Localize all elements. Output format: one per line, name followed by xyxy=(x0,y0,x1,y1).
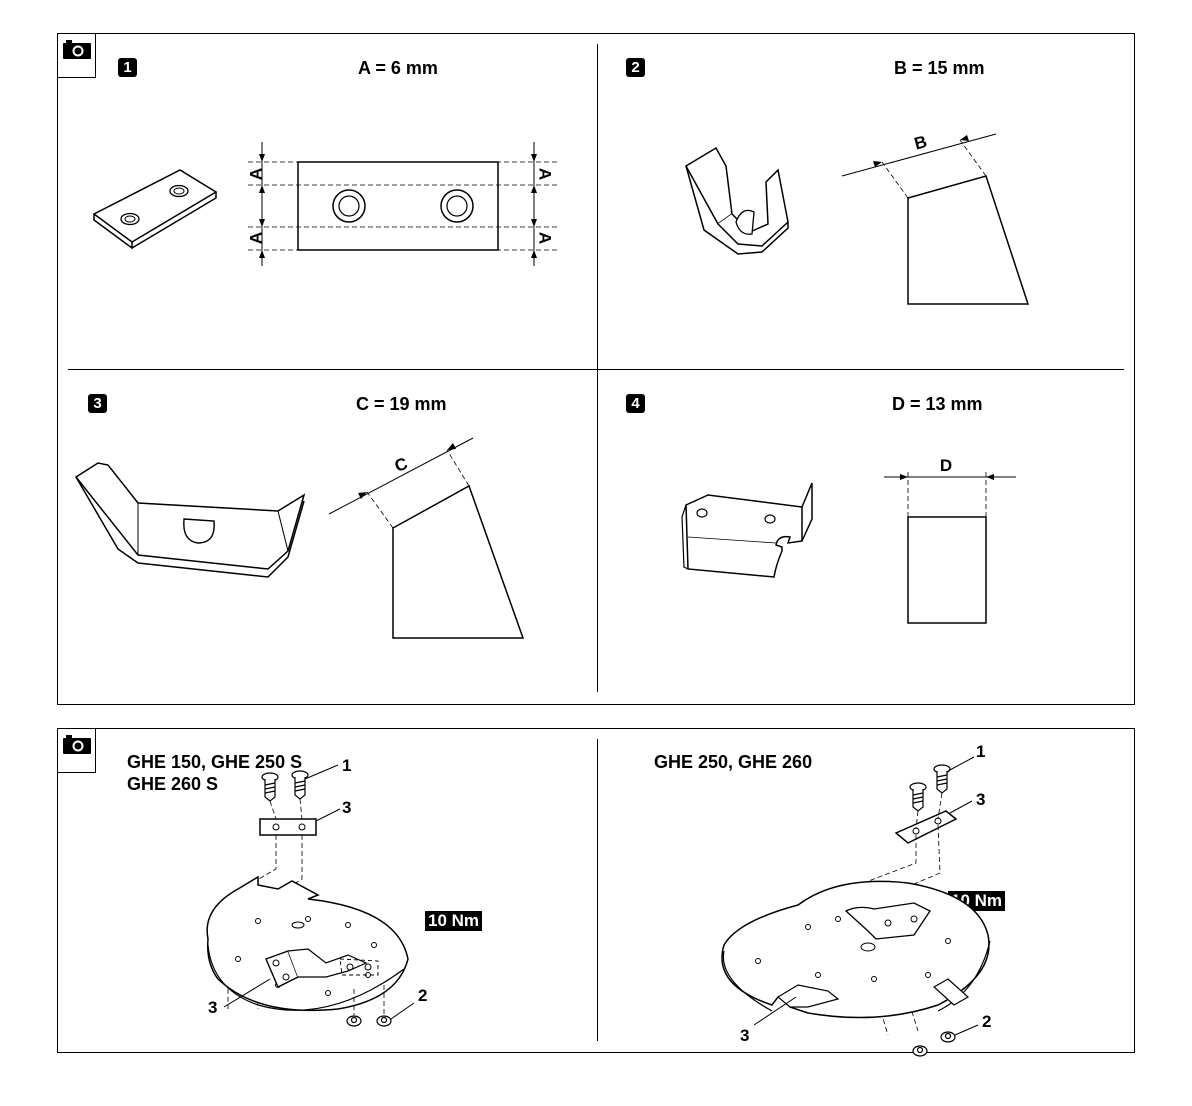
bottom-instruction-panel: GHE 150, GHE 250 S GHE 260 S 10 Nm 1 3 xyxy=(57,728,1135,1053)
blade-a-isometric-drawing xyxy=(88,164,218,244)
camera-icon-box-2 xyxy=(58,729,96,773)
divider-vertical xyxy=(597,44,598,692)
callout-3-right-bottom: 3 xyxy=(740,1026,749,1045)
dimension-a-label: A = 6 mm xyxy=(358,58,438,79)
blade-d-dimension-drawing: D xyxy=(878,449,1028,629)
step-number-3: 3 xyxy=(88,394,107,413)
step-number-1: 1 xyxy=(118,58,137,77)
blade-c-isometric-drawing xyxy=(68,459,308,589)
dimension-d-label: D = 13 mm xyxy=(892,394,983,415)
divider-vertical-2 xyxy=(597,739,598,1041)
blade-mount-assembly-left: 1 3 3 xyxy=(198,749,498,1039)
callout-1-left: 1 xyxy=(342,756,351,775)
blade-mount-assembly-right: 1 3 3 xyxy=(678,735,1038,1045)
dim-a-right-bottom: A xyxy=(536,232,555,244)
callout-1-right: 1 xyxy=(976,742,985,761)
dim-a-right-top: A xyxy=(536,168,555,180)
dim-c-label: C xyxy=(392,454,410,476)
blade-b-isometric-drawing xyxy=(678,144,798,264)
blade-a-dimension-drawing: A A A A xyxy=(238,134,568,274)
dimension-c-label: C = 19 mm xyxy=(356,394,447,415)
dim-a-left-bottom: A xyxy=(247,232,266,244)
dim-b-label: B xyxy=(912,132,929,154)
blade-b-dimension-drawing: B xyxy=(838,124,1038,314)
callout-3-left-bottom: 3 xyxy=(208,998,217,1017)
dimension-b-label: B = 15 mm xyxy=(894,58,985,79)
callout-2-left: 2 xyxy=(418,986,427,1005)
step-number-2: 2 xyxy=(626,58,645,77)
camera-icon xyxy=(63,39,91,59)
dim-a-left-top: A xyxy=(247,168,266,180)
blade-d-isometric-drawing xyxy=(678,479,818,589)
callout-2-right: 2 xyxy=(982,1012,991,1031)
step-number-4: 4 xyxy=(626,394,645,413)
callout-3-left-top: 3 xyxy=(342,798,351,817)
camera-icon-box xyxy=(58,34,96,78)
divider-horizontal xyxy=(68,369,1124,370)
dim-d-label: D xyxy=(940,456,952,475)
top-instruction-panel: 1 A = 6 mm A A A xyxy=(57,33,1135,705)
callout-3-right-top: 3 xyxy=(976,790,985,809)
camera-icon xyxy=(63,734,91,754)
blade-c-dimension-drawing: C xyxy=(323,432,533,642)
